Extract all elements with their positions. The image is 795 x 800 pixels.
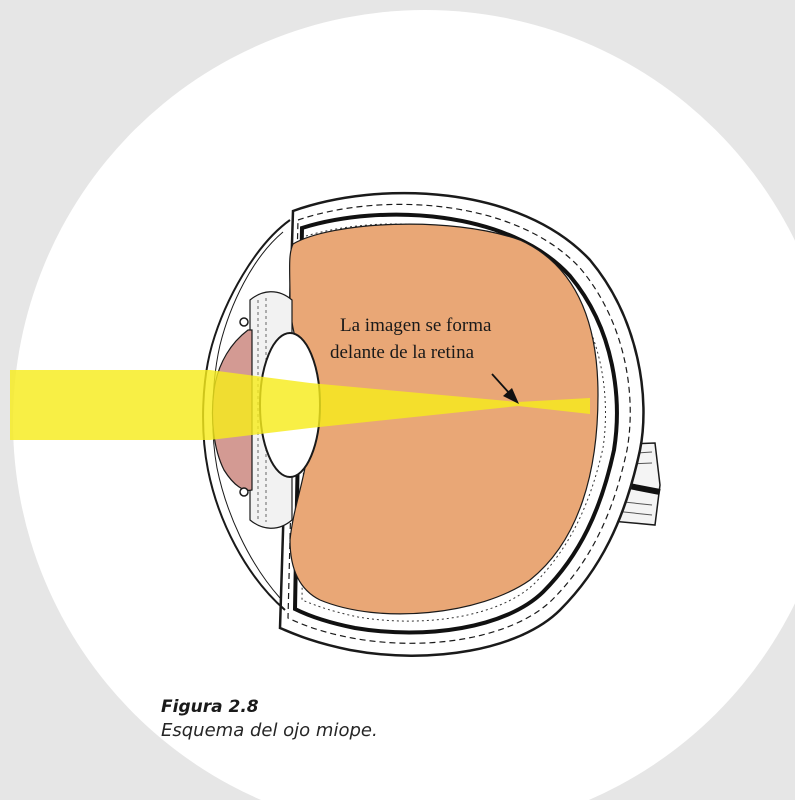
canal-top bbox=[240, 318, 248, 326]
annotation-line2: delante de la retina bbox=[330, 342, 475, 363]
canal-bottom bbox=[240, 488, 248, 496]
figure-title: Figura 2.8 bbox=[161, 697, 259, 717]
figure-caption: Esquema del ojo miope. bbox=[161, 720, 378, 741]
annotation-line1: La imagen se forma bbox=[340, 315, 492, 336]
